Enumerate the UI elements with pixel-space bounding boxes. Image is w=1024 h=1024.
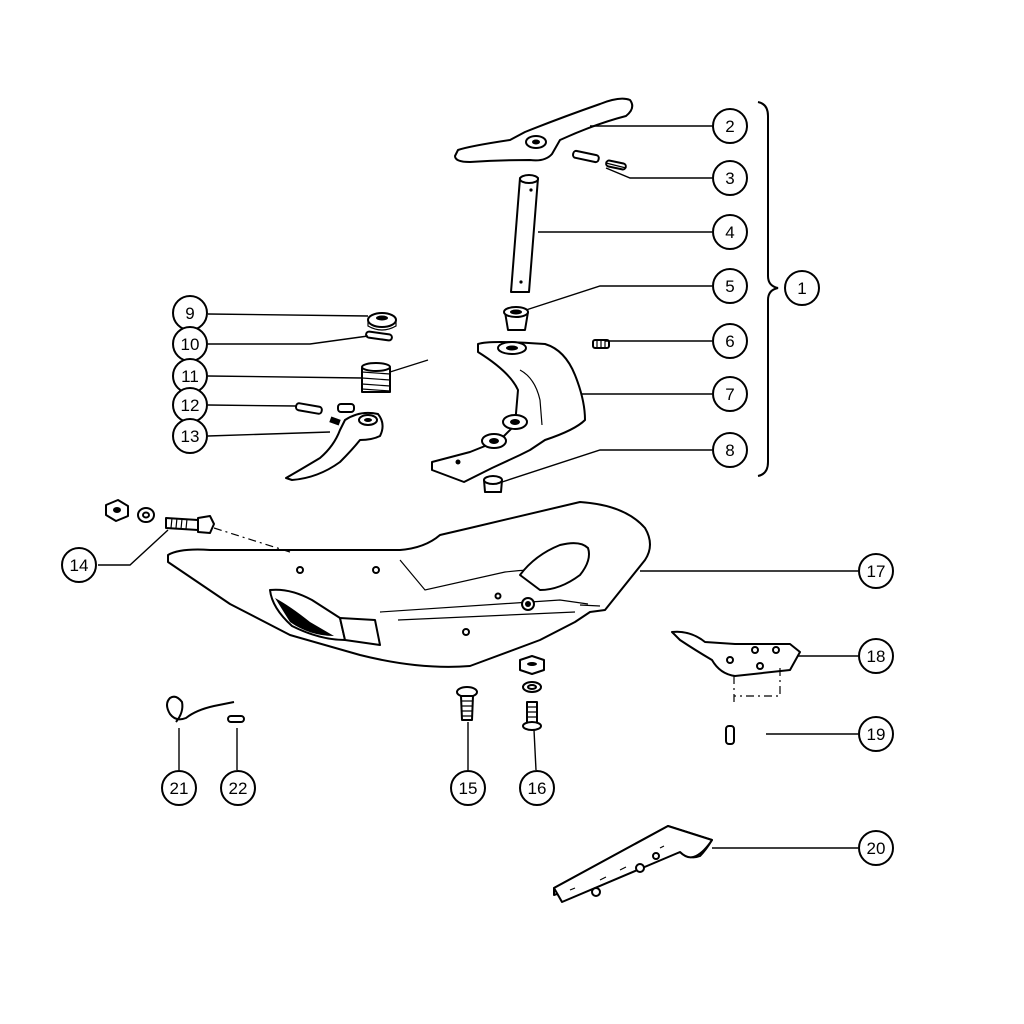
part-2-lever [454, 97, 634, 163]
part-8-nut [483, 475, 503, 493]
callout-4-label: 4 [725, 223, 734, 242]
callout-20: 20 [858, 830, 894, 866]
part-19-pin [725, 725, 735, 745]
callout-21-label: 21 [170, 779, 189, 798]
callout-6-label: 6 [725, 332, 734, 351]
part-7-bracket [431, 341, 586, 483]
callout-1: 1 [784, 270, 820, 306]
part-14-bolt-set [105, 499, 215, 534]
callout-7-label: 7 [725, 385, 734, 404]
part-4-shaft [510, 174, 539, 293]
leader-lines [98, 101, 858, 849]
callout-11: 11 [172, 358, 208, 394]
callout-17: 17 [858, 553, 894, 589]
callout-13-label: 13 [181, 427, 200, 446]
part-12-pin [294, 402, 355, 415]
callout-3: 3 [712, 160, 748, 196]
callout-2: 2 [712, 108, 748, 144]
callout-5: 5 [712, 268, 748, 304]
callout-16-label: 16 [528, 779, 547, 798]
callout-2-label: 2 [725, 117, 734, 136]
callout-12: 12 [172, 387, 208, 423]
callout-9: 9 [172, 295, 208, 331]
callout-10: 10 [172, 326, 208, 362]
part-11-spring [361, 359, 429, 393]
part-3-pins [572, 149, 627, 171]
callout-10-label: 10 [181, 335, 200, 354]
callout-19: 19 [858, 716, 894, 752]
callout-12-label: 12 [181, 396, 200, 415]
callout-18: 18 [858, 638, 894, 674]
callout-17-label: 17 [867, 562, 886, 581]
part-16-bolt-set [519, 655, 545, 731]
callout-8: 8 [712, 432, 748, 468]
callout-5-label: 5 [725, 277, 734, 296]
callout-14-label: 14 [70, 556, 89, 575]
callout-6: 6 [712, 323, 748, 359]
part-13-lever [285, 411, 384, 481]
callout-20-label: 20 [867, 839, 886, 858]
callout-22: 22 [220, 770, 256, 806]
callout-15: 15 [450, 770, 486, 806]
part-17-base-plate [167, 501, 651, 668]
part-20-plate [553, 825, 713, 903]
callout-8-label: 8 [725, 441, 734, 460]
callout-14: 14 [61, 547, 97, 583]
callout-18-label: 18 [867, 647, 886, 666]
callout-3-label: 3 [725, 169, 734, 188]
callout-19-label: 19 [867, 725, 886, 744]
callout-15-label: 15 [459, 779, 478, 798]
callout-21: 21 [161, 770, 197, 806]
callout-11-label: 11 [181, 367, 199, 386]
part-10-pin [365, 330, 393, 342]
callout-7: 7 [712, 376, 748, 412]
part-21-clip [166, 695, 235, 723]
callout-1-label: 1 [797, 279, 806, 298]
callout-markers: 1 2 3 4 5 6 7 8 [61, 108, 894, 866]
callout-22-label: 22 [229, 779, 248, 798]
part-9-nut [367, 312, 397, 331]
callout-4: 4 [712, 214, 748, 250]
callout-13: 13 [172, 418, 208, 454]
part-18-bracket [671, 630, 801, 705]
part-22-pin [227, 715, 245, 723]
callout-16: 16 [519, 770, 555, 806]
callout-9-label: 9 [185, 304, 194, 323]
part-5-bushing [503, 306, 529, 331]
part-15-bolt [456, 686, 478, 721]
